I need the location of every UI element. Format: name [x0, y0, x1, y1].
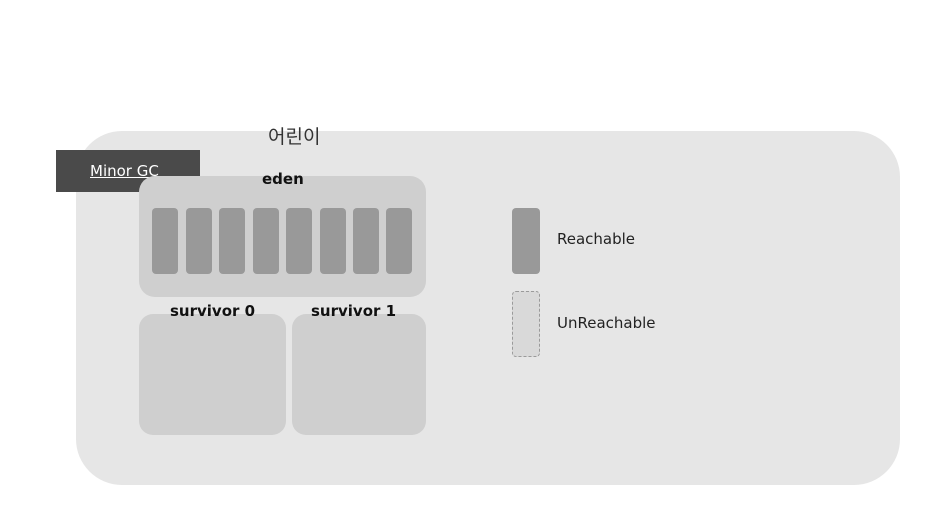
survivor-0-label: survivor 0 [170, 302, 256, 320]
eden-object [152, 208, 178, 274]
survivor-0-region [139, 314, 286, 435]
eden-label: eden [262, 170, 304, 188]
eden-object [253, 208, 279, 274]
legend-reachable-label: Reachable [557, 230, 636, 248]
legend-unreachable-label: UnReachable [557, 314, 656, 332]
eden-object [353, 208, 379, 274]
eden-object [219, 208, 245, 274]
survivor-1-region [292, 314, 426, 435]
legend-reachable-swatch [512, 208, 540, 274]
heap-label: 어린이 [268, 126, 321, 148]
eden-object [186, 208, 212, 274]
eden-object [320, 208, 346, 274]
legend-unreachable-swatch [512, 291, 540, 357]
eden-object [386, 208, 412, 274]
eden-object [286, 208, 312, 274]
eden-region [139, 176, 426, 297]
survivor-1-label: survivor 1 [311, 302, 397, 320]
